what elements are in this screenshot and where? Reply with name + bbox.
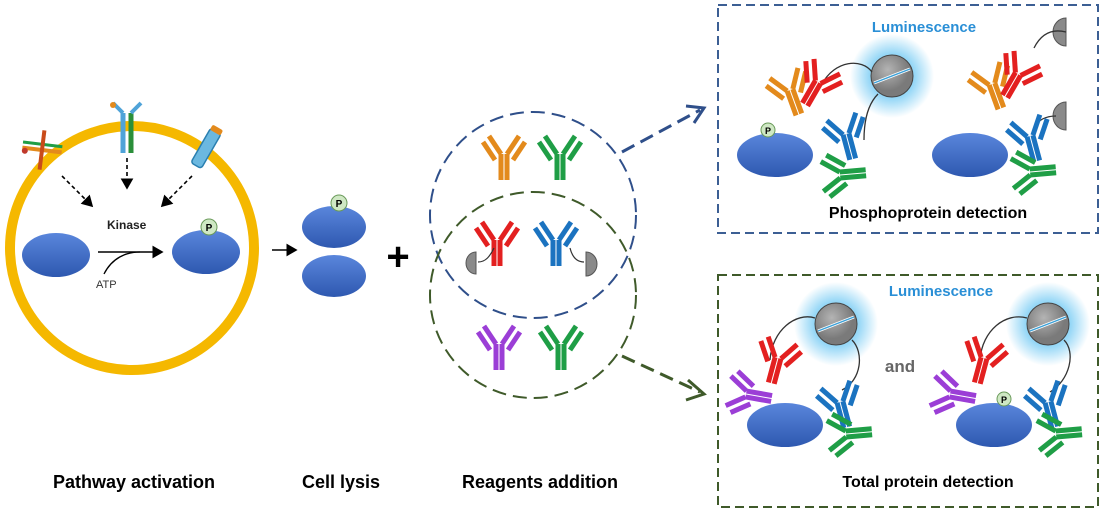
- phospho-panel-frame: [717, 4, 1099, 234]
- total-panel: Luminescence and P Total protein detecti…: [717, 274, 1099, 508]
- total-panel-caption: Total protein detection: [842, 474, 1013, 491]
- unphosphorylated-protein: [932, 133, 1008, 177]
- antibody-green-top: [539, 136, 581, 180]
- antibody-red: [476, 222, 518, 266]
- phospho-reagent-set: [429, 111, 637, 319]
- antibody-purple: [478, 326, 520, 370]
- phospho-target-protein: [737, 133, 813, 177]
- lysate-phospho-label: P: [336, 199, 343, 210]
- total-signal-label: Luminescence: [889, 283, 993, 300]
- reagents: [429, 111, 637, 399]
- arrow-to-phospho-panel: [621, 108, 701, 154]
- signal-arrow-left: [61, 175, 94, 208]
- atp-label: ATP: [96, 279, 117, 291]
- antibody-orange: [483, 136, 525, 180]
- stage-label-lysis: Cell lysis: [302, 472, 380, 492]
- atp-curve: [103, 251, 141, 275]
- plus-operator: +: [386, 235, 409, 279]
- receptor-top: [110, 101, 143, 153]
- phospho-signal-label: Luminescence: [872, 19, 976, 36]
- signal-arrow-right: [160, 175, 193, 208]
- substrate-protein: [22, 233, 90, 277]
- total-target-protein-right: [956, 403, 1032, 447]
- total-phospho-badge-label: P: [1001, 395, 1007, 405]
- phosphorylated-protein: [172, 230, 240, 274]
- receptor-right: [191, 125, 223, 169]
- receptor-left: [21, 130, 63, 170]
- stage-label-pathway: Pathway activation: [53, 472, 215, 492]
- antibody-blue: [535, 222, 577, 266]
- phospho-badge: [200, 218, 218, 236]
- phospho-panel-caption: Phosphoprotein detection: [829, 205, 1027, 222]
- lysate-phospho-protein: [302, 206, 366, 248]
- lysate-protein: [302, 255, 366, 297]
- panel-phospho-badge-label: P: [765, 126, 771, 136]
- stage-label-reagents: Reagents addition: [462, 472, 618, 492]
- enzyme-fragment-right: [585, 251, 598, 277]
- phospho-panel: Luminescence P Phosphoprotein detection: [717, 4, 1099, 234]
- phospho-badge-label: P: [206, 223, 213, 234]
- enzyme-fragment-left: [465, 251, 477, 275]
- lysate: P: [302, 194, 366, 297]
- total-conjunction: and: [885, 357, 915, 376]
- lysate-phospho-badge: [330, 194, 348, 212]
- total-reagent-set: [429, 191, 637, 399]
- antibody-green-bottom: [540, 326, 582, 370]
- kinase-label: Kinase: [107, 218, 147, 232]
- cell: P Kinase ATP: [5, 101, 259, 375]
- total-panel-frame: [717, 274, 1099, 508]
- total-target-protein-left: [747, 403, 823, 447]
- arrow-to-total-panel: [621, 354, 701, 394]
